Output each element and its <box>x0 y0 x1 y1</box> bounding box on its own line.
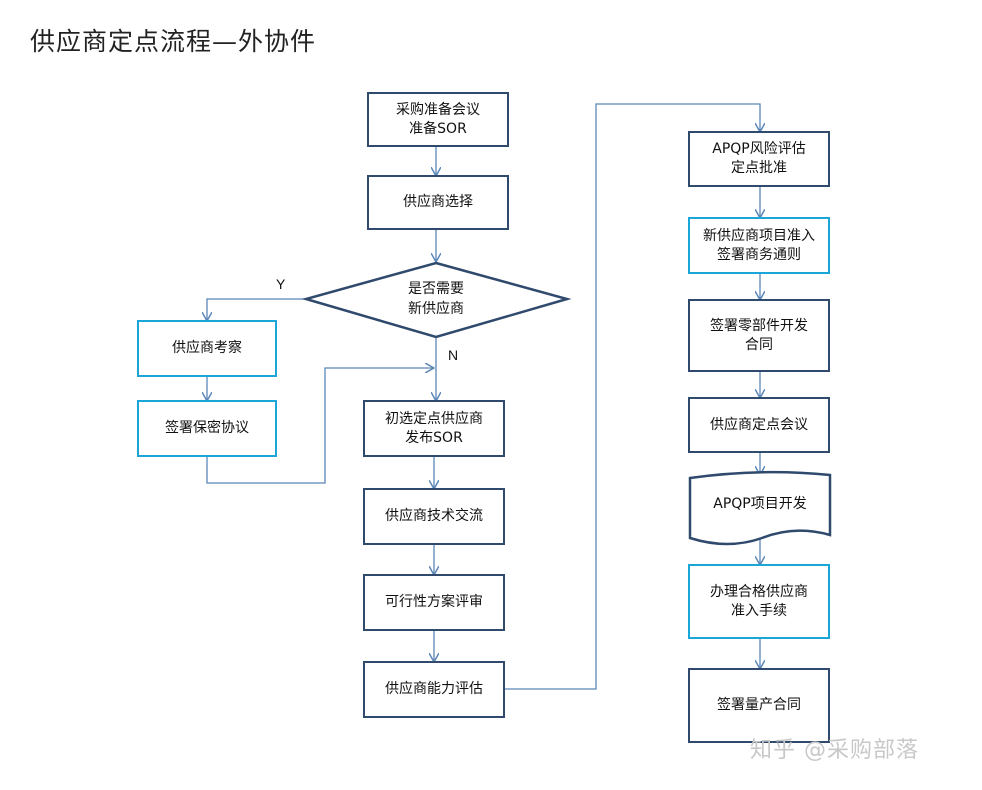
node-nomination-meeting: 供应商定点会议 <box>688 397 830 453</box>
node-qualification: 办理合格供应商 准入手续 <box>688 564 830 639</box>
label-no: N <box>448 347 459 363</box>
node-nda: 签署保密协议 <box>137 400 277 457</box>
node-supplier-select: 供应商选择 <box>367 175 509 230</box>
diagram-title: 供应商定点流程—外协件 <box>30 27 317 56</box>
node-new-supplier-entry: 新供应商项目准入 签署商务通则 <box>688 217 830 274</box>
watermark: 知乎 @采购部落 <box>750 738 919 763</box>
label-yes: Y <box>276 276 286 292</box>
node-apqp-dev-label: APQP项目开发 <box>713 496 807 512</box>
node-decision-label: 是否需要 新供应商 <box>408 281 464 317</box>
decision-diamond <box>301 261 572 339</box>
arrow-nda-return <box>206 368 433 484</box>
arrow-decision-yes <box>207 298 306 320</box>
node-prelim-sor: 初选定点供应商 发布SOR <box>363 400 505 457</box>
node-prep-meeting: 采购准备会议 准备SOR <box>367 92 509 147</box>
node-tech-exchange: 供应商技术交流 <box>363 488 505 545</box>
node-mass-contract: 签署量产合同 <box>688 668 830 743</box>
apqp-dev-document <box>688 470 832 546</box>
node-supplier-audit: 供应商考察 <box>137 320 277 377</box>
node-feasibility: 可行性方案评审 <box>363 574 505 631</box>
node-apqp-risk: APQP风险评估 定点批准 <box>688 131 830 187</box>
node-capability: 供应商能力评估 <box>363 661 505 718</box>
node-dev-contract: 签署零部件开发 合同 <box>688 299 830 372</box>
arrow-cap-to-apqp <box>505 103 760 690</box>
